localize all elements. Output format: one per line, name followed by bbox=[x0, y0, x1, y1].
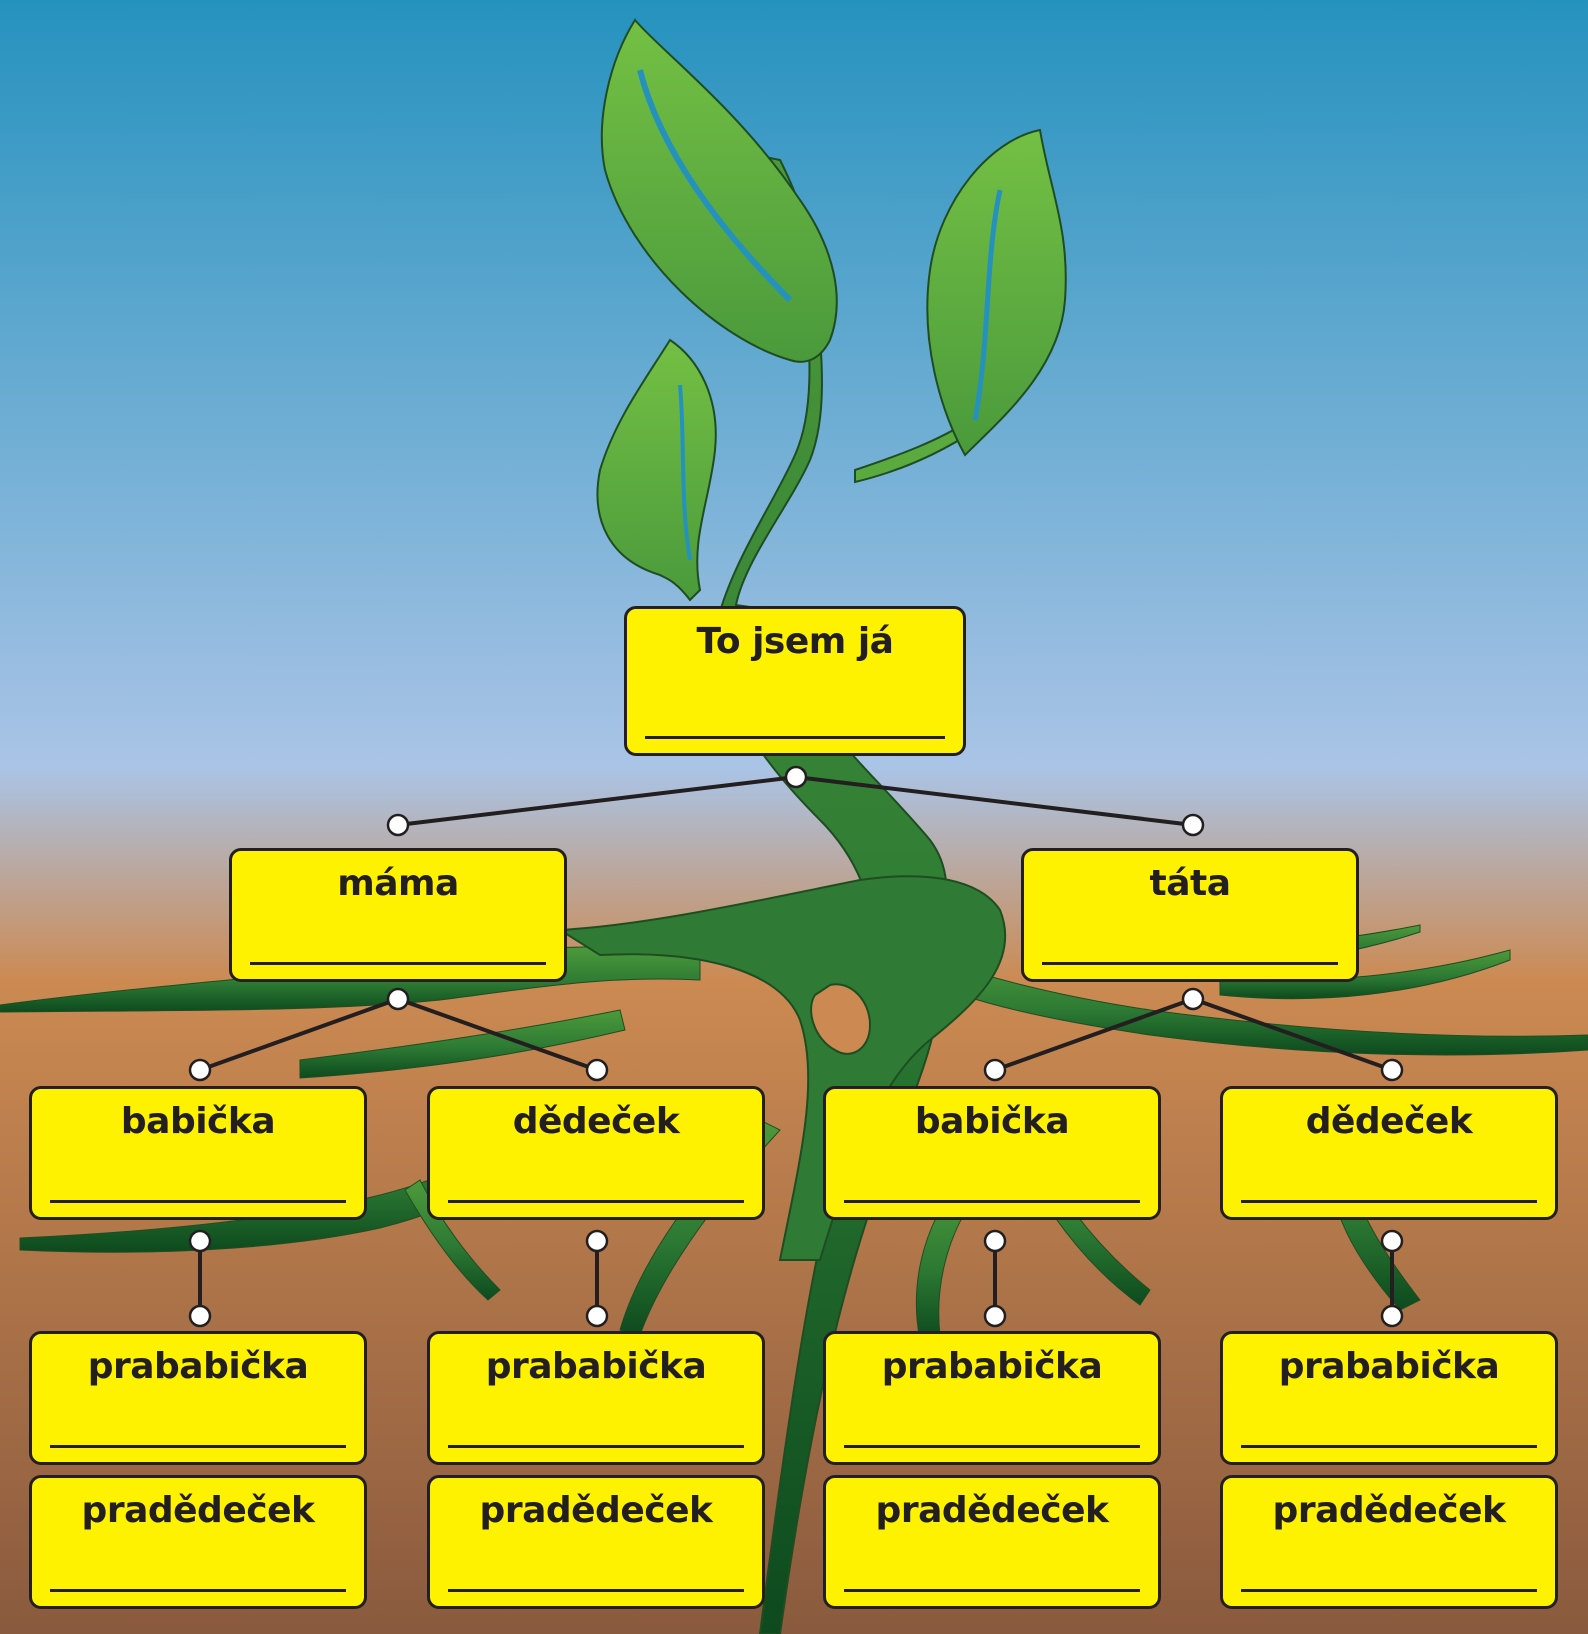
box-grandfather-paternal[interactable]: dědeček bbox=[1220, 1086, 1558, 1220]
box-father-label: táta bbox=[1149, 863, 1231, 904]
box-great-grandfather-4[interactable]: pradědeček bbox=[1220, 1475, 1558, 1609]
box-me[interactable]: To jsem já bbox=[624, 606, 966, 756]
box-mother-label: máma bbox=[337, 863, 459, 904]
box-great-grandmother-2-write-line[interactable] bbox=[448, 1445, 744, 1448]
box-grandfather-paternal-write-line[interactable] bbox=[1241, 1200, 1537, 1203]
box-great-grandfather-3-write-line[interactable] bbox=[844, 1589, 1140, 1592]
box-great-grandmother-4[interactable]: prababička bbox=[1220, 1331, 1558, 1465]
leaves bbox=[596, 18, 1067, 602]
box-great-grandmother-4-label: prababička bbox=[1278, 1346, 1500, 1387]
top-left-leaf bbox=[600, 18, 838, 363]
box-grandmother-maternal[interactable]: babička bbox=[29, 1086, 367, 1220]
box-great-grandmother-2[interactable]: prababička bbox=[427, 1331, 765, 1465]
box-great-grandmother-3-label: prababička bbox=[881, 1346, 1103, 1387]
box-me-write-line[interactable] bbox=[645, 736, 945, 739]
box-grandmother-paternal-label: babička bbox=[914, 1101, 1070, 1142]
box-grandfather-paternal-label: dědeček bbox=[1305, 1101, 1473, 1142]
box-great-grandfather-1-label: pradědeček bbox=[81, 1490, 315, 1531]
box-great-grandmother-3-write-line[interactable] bbox=[844, 1445, 1140, 1448]
box-great-grandmother-3[interactable]: prababička bbox=[823, 1331, 1161, 1465]
box-grandfather-maternal-label: dědeček bbox=[512, 1101, 680, 1142]
box-me-label: To jsem já bbox=[696, 621, 894, 662]
box-grandmother-paternal-write-line[interactable] bbox=[844, 1200, 1140, 1203]
box-great-grandmother-2-label: prababička bbox=[485, 1346, 707, 1387]
connector-dots bbox=[188, 765, 1404, 1328]
root-knot bbox=[810, 983, 872, 1055]
box-great-grandmother-1-label: prababička bbox=[87, 1346, 309, 1387]
box-great-grandfather-4-label: pradědeček bbox=[1272, 1490, 1506, 1531]
box-great-grandfather-1-write-line[interactable] bbox=[50, 1589, 346, 1592]
right-leaf bbox=[926, 128, 1067, 457]
box-great-grandfather-4-write-line[interactable] bbox=[1241, 1589, 1537, 1592]
box-mother-write-line[interactable] bbox=[250, 962, 546, 965]
box-great-grandfather-2-write-line[interactable] bbox=[448, 1589, 744, 1592]
box-grandmother-maternal-write-line[interactable] bbox=[50, 1200, 346, 1203]
box-great-grandmother-1[interactable]: prababička bbox=[29, 1331, 367, 1465]
box-great-grandfather-1[interactable]: pradědeček bbox=[29, 1475, 367, 1609]
box-mother[interactable]: máma bbox=[229, 848, 567, 982]
box-father-write-line[interactable] bbox=[1042, 962, 1338, 965]
box-great-grandmother-1-write-line[interactable] bbox=[50, 1445, 346, 1448]
trunk-base bbox=[556, 875, 1007, 1261]
box-grandmother-paternal[interactable]: babička bbox=[823, 1086, 1161, 1220]
box-grandfather-maternal-write-line[interactable] bbox=[448, 1200, 744, 1203]
box-grandfather-maternal[interactable]: dědeček bbox=[427, 1086, 765, 1220]
box-great-grandmother-4-write-line[interactable] bbox=[1241, 1445, 1537, 1448]
box-grandmother-maternal-label: babička bbox=[120, 1101, 276, 1142]
box-great-grandfather-2-label: pradědeček bbox=[479, 1490, 713, 1531]
box-great-grandfather-3-label: pradědeček bbox=[875, 1490, 1109, 1531]
connectors bbox=[198, 775, 1394, 1316]
box-father[interactable]: táta bbox=[1021, 848, 1359, 982]
box-great-grandfather-2[interactable]: pradědeček bbox=[427, 1475, 765, 1609]
box-great-grandfather-3[interactable]: pradědeček bbox=[823, 1475, 1161, 1609]
